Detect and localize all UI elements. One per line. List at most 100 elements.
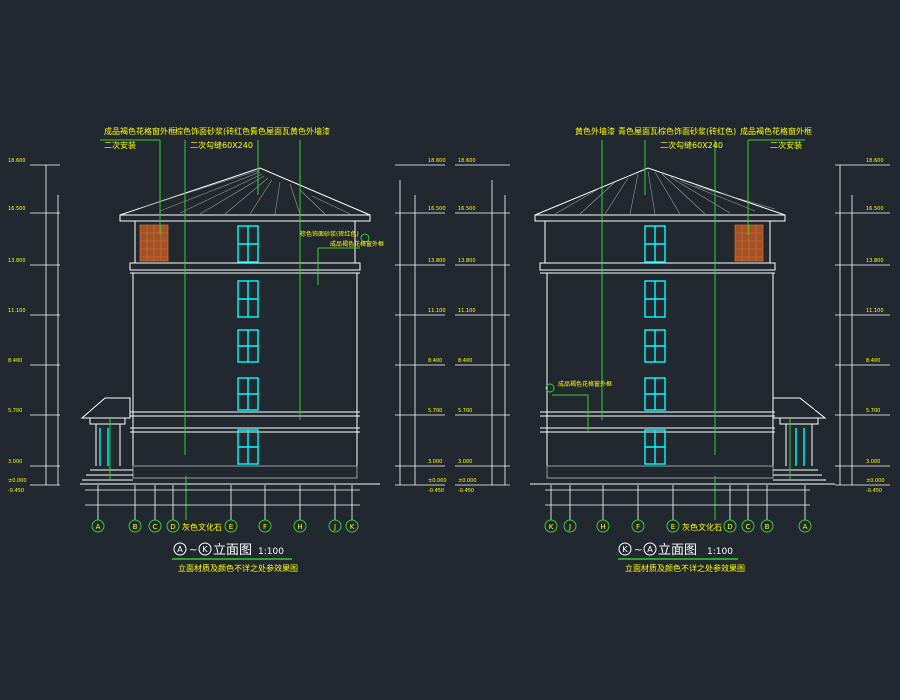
left-callouts: 成品褐色花格窗外框 二次安装 棕色饰面砂浆(砖红色) 二次勾缝60X240 青色… — [104, 126, 384, 532]
right-title-scale: 1:100 — [707, 547, 733, 557]
left-band-top — [129, 262, 361, 271]
elev-right-7: ±0.000 — [458, 478, 477, 484]
right-title-text: 立面图 — [658, 543, 697, 558]
elev-rightR-7: ±0.000 — [866, 478, 885, 484]
elev-leftR-1: 16.500 — [428, 206, 446, 212]
right-title: K ~ A 立面图 1:100 立面材质及颜色不详之处参效果图 — [618, 542, 745, 573]
right-horizontal-dims — [545, 485, 810, 520]
right-body — [546, 272, 774, 467]
left-roof-hatch — [139, 169, 351, 215]
elev-right-0: 18.600 — [458, 158, 476, 164]
left-axis-2: C — [153, 523, 158, 531]
left-leaders — [100, 139, 360, 520]
right-axis-2: H — [600, 523, 605, 531]
right-axis-3: F — [636, 523, 640, 531]
right-callout-2: 棕色饰面砂浆(砖红色) — [658, 126, 736, 136]
elev-leftR-8: -0.450 — [428, 488, 444, 494]
left-lattice-window — [139, 224, 169, 262]
right-axis-6: C — [746, 523, 751, 531]
right-callout-1: 青色屋面瓦 — [618, 126, 658, 136]
right-callout-0: 黄色外墙漆 — [575, 126, 615, 136]
elev-right-1: 16.500 — [458, 206, 476, 212]
left-callout-6: 棕色饰面砂浆(砖红色) — [300, 230, 359, 238]
left-axis-7: J — [333, 523, 336, 531]
left-detail-marker — [360, 233, 370, 243]
elev-left-8: -0.450 — [8, 488, 24, 494]
left-title-start: A — [177, 545, 183, 554]
right-axis-5: D — [727, 523, 732, 531]
right-roof-hatch — [554, 170, 776, 215]
right-axis-bubbles — [544, 519, 812, 533]
right-axis-4: E — [671, 523, 675, 531]
right-axis-labels: K J H F E D C B A — [549, 523, 808, 531]
left-title: A ~ K 立面图 1:100 立面材质及颜色不详之处参效果图 — [172, 542, 298, 573]
right-dimension-outer — [455, 164, 890, 486]
elev-rightR-2: 13.800 — [866, 258, 884, 264]
elev-leftR-4: 8.400 — [428, 358, 442, 364]
left-cornice — [119, 214, 371, 222]
elev-rightR-4: 8.400 — [866, 358, 880, 364]
elev-left-5: 5.700 — [8, 408, 22, 414]
right-axis-8: A — [803, 523, 808, 531]
left-callout-0: 成品褐色花格窗外框 — [104, 126, 176, 136]
right-leaders — [552, 139, 805, 520]
right-band-top — [539, 262, 776, 271]
left-subtitle: 立面材质及颜色不详之处参效果图 — [178, 563, 298, 573]
left-axis-4: E — [229, 523, 233, 531]
elev-leftR-7: ±0.000 — [428, 478, 447, 484]
left-callout-5: 黄色外墙漆 — [290, 126, 330, 136]
right-stair-windows — [644, 225, 805, 466]
svg-text:~: ~ — [634, 545, 642, 556]
left-callout-3: 二次勾缝60X240 — [190, 140, 253, 150]
left-axis-1: B — [133, 523, 138, 531]
elev-left-4: 8.400 — [8, 358, 22, 364]
left-title-text: 立面图 — [213, 543, 252, 558]
right-axis-0: K — [549, 523, 554, 531]
elev-rightR-5: 5.700 — [866, 408, 880, 414]
elev-right-3: 11.100 — [458, 308, 476, 314]
elev-right-6: 3.000 — [458, 459, 472, 465]
left-title-scale: 1:100 — [258, 547, 284, 557]
right-elevation-labels: 18.600 16.500 13.800 11.100 8.400 5.700 … — [458, 158, 885, 494]
left-callout-4: 青色屋面瓦 — [250, 126, 290, 136]
elev-rightR-6: 3.000 — [866, 459, 880, 465]
elev-leftR-6: 3.000 — [428, 459, 442, 465]
elev-leftR-2: 13.800 — [428, 258, 446, 264]
elev-left-6: 3.000 — [8, 459, 22, 465]
elev-left-3: 11.100 — [8, 308, 26, 314]
left-axis-labels: A B C D E F H J K — [96, 523, 355, 531]
elev-rightR-8: -0.450 — [866, 488, 882, 494]
elev-left-2: 13.800 — [8, 258, 26, 264]
elev-leftR-0: 18.600 — [428, 158, 446, 164]
left-stair-windows — [99, 225, 259, 466]
right-axis-1: J — [568, 523, 571, 531]
right-callout-6: 成品褐色花格窗外框 — [558, 380, 612, 388]
elev-right-8: -0.450 — [458, 488, 474, 494]
left-axis-0: A — [96, 523, 101, 531]
left-dimension-outer — [30, 164, 445, 486]
right-porch-roof — [772, 397, 827, 419]
left-callout-7: 成品褐色花格窗外框 — [330, 240, 384, 248]
right-subtitle: 立面材质及颜色不详之处参效果图 — [625, 563, 745, 573]
left-horizontal-dims — [85, 485, 360, 520]
right-callout-3: 成品褐色花格窗外框 — [740, 126, 812, 136]
right-callout-4: 二次勾缝60X240 — [660, 140, 723, 150]
svg-text:~: ~ — [189, 545, 197, 556]
right-callout-5: 二次安装 — [770, 140, 802, 150]
elev-right-4: 8.400 — [458, 358, 472, 364]
elev-right-5: 5.700 — [458, 408, 472, 414]
right-elevation — [530, 167, 835, 485]
right-detail-marker — [545, 383, 555, 393]
left-body — [132, 272, 358, 467]
left-elevation-labels: 18.600 16.500 13.800 11.100 8.400 5.700 … — [8, 158, 447, 494]
right-callout-7: 灰色文化石 — [682, 522, 722, 532]
elev-rightR-1: 16.500 — [866, 206, 884, 212]
left-axis-bubbles — [91, 519, 359, 533]
elev-leftR-5: 5.700 — [428, 408, 442, 414]
elev-right-2: 13.800 — [458, 258, 476, 264]
left-axis-3: D — [170, 523, 175, 531]
left-callout-1: 二次安装 — [104, 140, 136, 150]
left-callout-8: 灰色文化石 — [182, 522, 222, 532]
left-title-end: K — [202, 545, 208, 554]
